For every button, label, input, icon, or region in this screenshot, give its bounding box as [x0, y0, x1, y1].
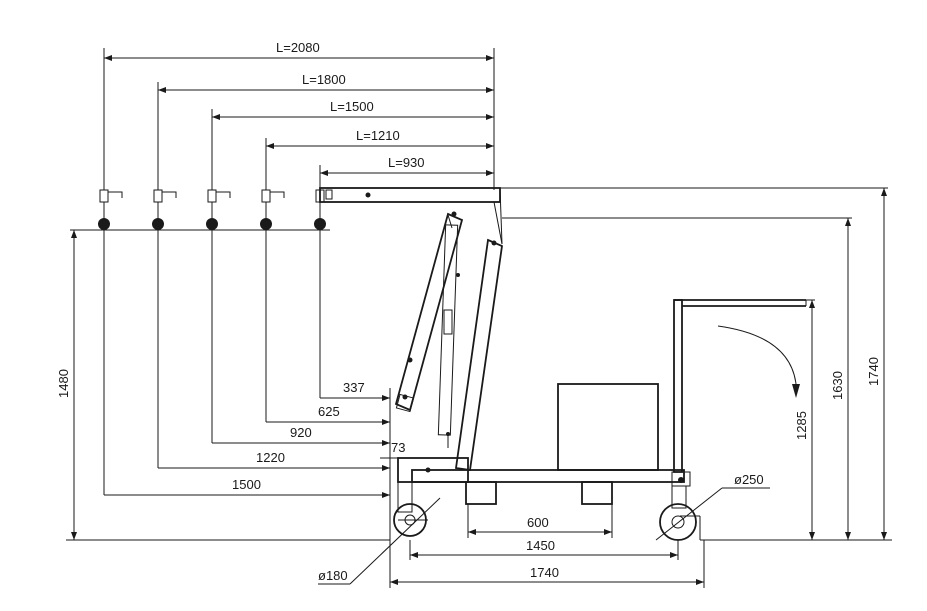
hook-positions: [70, 189, 330, 231]
right-height-dimensions: 1285 1630 1740: [680, 188, 892, 541]
wheel-callouts: ø180 ø250: [318, 472, 770, 585]
dim-reach-2080: L=2080: [276, 40, 320, 55]
dim-base-600: 600: [527, 515, 549, 530]
dim-reach-1500: L=1500: [330, 99, 374, 114]
dim-reach-930: L=930: [388, 155, 425, 170]
dim-wheel-front: ø180: [318, 568, 348, 583]
dim-height-1480: 1480: [56, 369, 71, 398]
dim-offset-337: 337: [343, 380, 365, 395]
dim-offset-73: 73: [391, 440, 405, 455]
rotation-arrow: [717, 325, 800, 398]
hook-1800: [152, 189, 177, 230]
dim-height-1285: 1285: [794, 411, 809, 440]
crane-mast: [394, 211, 503, 472]
push-handle: [673, 299, 807, 473]
dim-base-1740: 1740: [530, 565, 559, 580]
height-extensions: [500, 187, 888, 301]
dim-reach-1800: L=1800: [302, 72, 346, 87]
hook-drop-lines: [103, 230, 321, 495]
dim-offset-625: 625: [318, 404, 340, 419]
counterweight-box: [557, 383, 659, 471]
dim-height-1630: 1630: [830, 371, 845, 400]
reach-dimensions: L=2080 L=1800 L=1500 L=1210 L=930: [103, 40, 495, 190]
crane-chassis: [393, 457, 697, 541]
offset-dimensions: 337 625 920 73 1220 1500: [104, 380, 405, 520]
dim-reach-1210: L=1210: [356, 128, 400, 143]
crane-boom: [319, 187, 503, 245]
rear-wheel: [659, 503, 697, 541]
dim-offset-920: 920: [290, 425, 312, 440]
hook-1210: [260, 189, 285, 230]
hook-1500: [206, 189, 231, 230]
dim-base-1450: 1450: [526, 538, 555, 553]
height-1480: 1480: [56, 230, 390, 541]
dim-height-1740: 1740: [866, 357, 881, 386]
hook-2080: [98, 189, 123, 230]
dim-offset-1220: 1220: [256, 450, 285, 465]
base-dimensions: 600 1450 1740: [389, 504, 705, 588]
hook-930: [314, 189, 326, 230]
dim-wheel-rear: ø250: [734, 472, 764, 487]
dim-offset-1500: 1500: [232, 477, 261, 492]
